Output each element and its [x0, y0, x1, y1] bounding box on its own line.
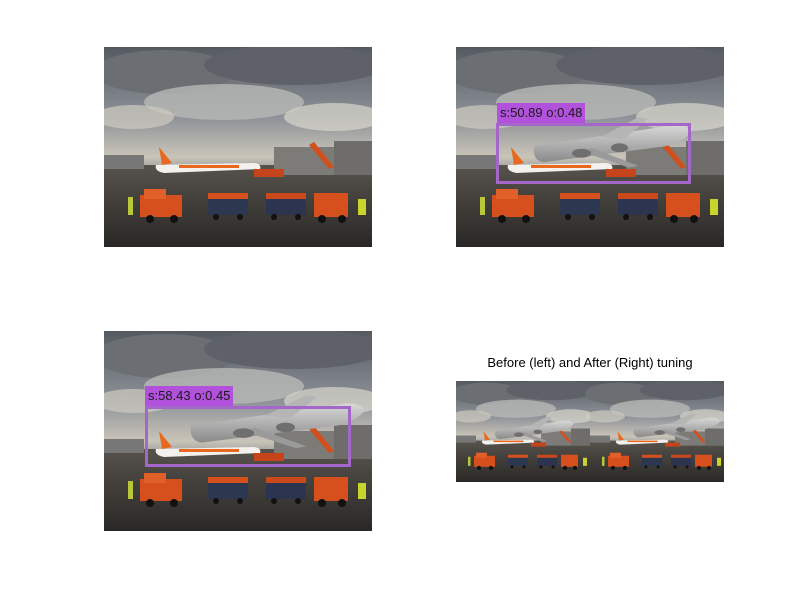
comparison-panel [456, 381, 724, 482]
comparison-title: Before (left) and After (Right) tuning [487, 355, 693, 370]
airport-photo [104, 47, 372, 247]
detection-score-label: s:58.43 o:0.45 [145, 386, 234, 406]
detection-panel-1: s:50.89 o:0.48 [456, 47, 724, 247]
original-image-panel [104, 47, 372, 247]
detection-bounding-box [496, 123, 691, 184]
before-image [456, 381, 596, 482]
detection-score-label: s:50.89 o:0.48 [497, 103, 586, 123]
detection-panel-2: s:58.43 o:0.45 [104, 331, 372, 531]
detection-bounding-box [145, 406, 351, 467]
after-image [585, 381, 724, 482]
before-after-images [456, 381, 724, 482]
